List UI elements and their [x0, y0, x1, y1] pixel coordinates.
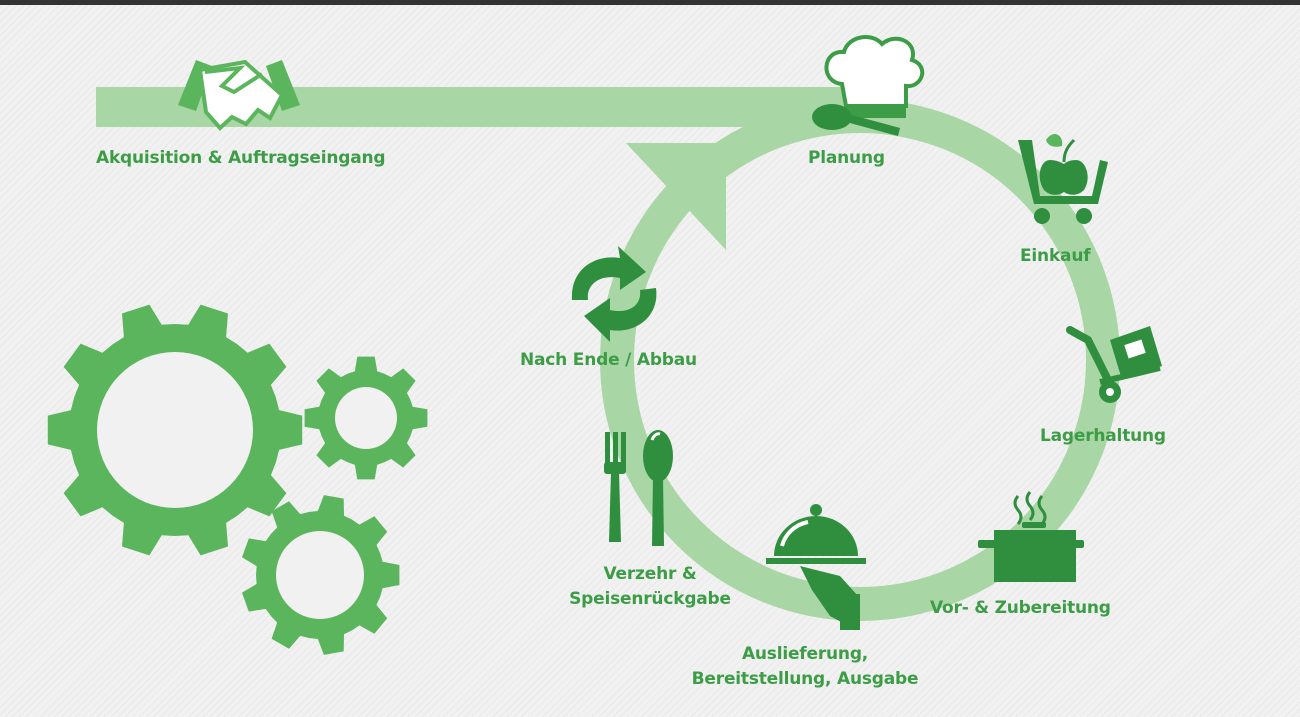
cycle-arrows-icon — [571, 246, 657, 342]
storage-label: Lagerhaltung — [1040, 426, 1166, 446]
gear-icon — [47, 304, 428, 655]
small-gear-hole — [335, 387, 397, 449]
spoon-utensil-icon — [643, 430, 673, 546]
cooking-pot-icon — [978, 491, 1084, 582]
handshake-icon — [178, 59, 300, 131]
fork-icon — [604, 432, 626, 542]
teardown-label: Nach Ende / Abbau — [520, 350, 697, 370]
consumption-label-line1: Verzehr & — [603, 564, 697, 584]
shopping-cart-icon — [1018, 140, 1108, 224]
purchase-label: Einkauf — [1020, 246, 1091, 266]
medium-gear-hole — [276, 531, 364, 619]
chef-hat-icon — [824, 35, 925, 118]
planning-label: Planung — [808, 148, 885, 168]
consumption-label-line2: Speisenrückgabe — [569, 589, 731, 609]
cycle-arrow-head — [626, 143, 726, 250]
consumption-label: Verzehr & Speisenrückgabe — [560, 562, 740, 612]
delivery-label-line2: Bereitstellung, Ausgabe — [691, 669, 919, 689]
serving-cloche-icon — [766, 504, 866, 630]
delivery-label: Auslieferung, Bereitstellung, Ausgabe — [660, 642, 950, 692]
spoon-icon — [812, 104, 900, 136]
large-gear-hole — [97, 352, 253, 508]
preparation-label: Vor- & Zubereitung — [930, 598, 1111, 618]
delivery-label-line1: Auslieferung, — [741, 644, 869, 664]
acquisition-label: Akquisition & Auftragseingang — [96, 148, 386, 168]
apple-icon — [1039, 133, 1088, 195]
top-border — [0, 0, 1300, 5]
hand-truck-icon — [1066, 326, 1162, 403]
